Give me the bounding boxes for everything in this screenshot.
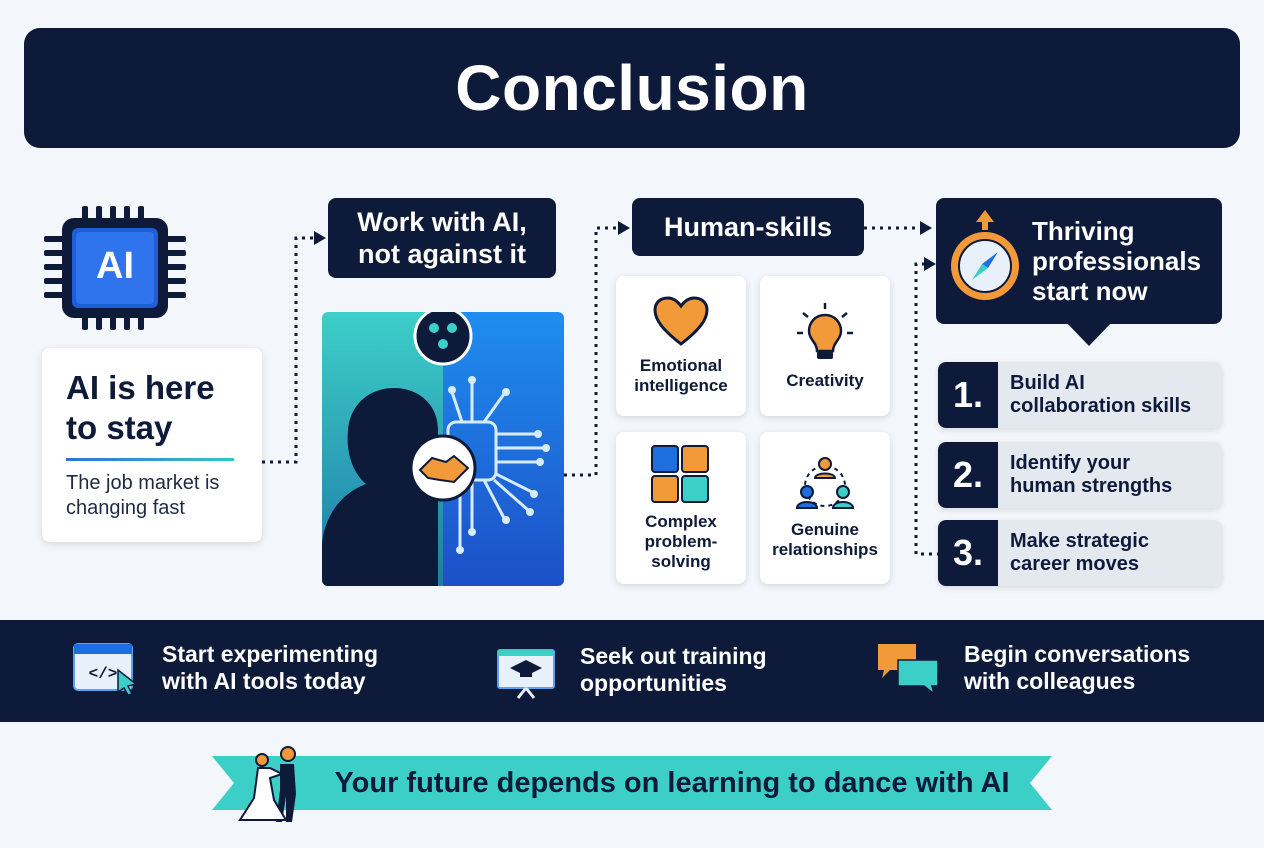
title-bar: Conclusion xyxy=(24,28,1240,148)
work-tag-line1: Work with AI, xyxy=(357,207,527,237)
skill-card-complex-problem-solving: Complex problem- solving xyxy=(616,432,746,584)
action-experiment: </> Start experimenting with AI tools to… xyxy=(72,640,378,696)
skill-card-emotional-intelligence: Emotional intelligence xyxy=(616,276,746,416)
page-title: Conclusion xyxy=(455,52,809,124)
banner-text: Your future depends on learning to dance… xyxy=(334,766,1010,799)
puzzle-icon xyxy=(651,445,709,503)
thrive-line3: start now xyxy=(1032,276,1148,306)
skill-card-creativity: Creativity xyxy=(760,276,890,416)
actions-band: </> Start experimenting with AI tools to… xyxy=(0,620,1264,722)
action-text: Begin conversations xyxy=(964,641,1191,667)
step-text: collaboration skills xyxy=(1010,395,1192,417)
lightbulb-icon xyxy=(797,303,853,359)
step-text: Make strategic xyxy=(1010,530,1149,552)
step-number: 2. xyxy=(938,442,998,508)
thriving-professionals-tag: Thriving professionals start now xyxy=(936,198,1222,324)
people-network-icon xyxy=(795,457,855,509)
thrive-line2: professionals xyxy=(1032,246,1202,276)
skill-label: Genuine xyxy=(790,520,859,539)
skill-label: problem- xyxy=(644,532,718,551)
step-text: human strengths xyxy=(1010,475,1173,497)
thrive-line1: Thriving xyxy=(1032,216,1135,246)
dancing-couple-icon xyxy=(238,746,296,822)
gradient-divider xyxy=(66,458,234,461)
svg-text:</>: </> xyxy=(89,665,118,683)
code-window-icon: </> xyxy=(73,643,138,696)
ribbon-banner xyxy=(212,756,1052,810)
action-conversations: Begin conversations with colleagues xyxy=(876,640,1190,696)
skill-label: Emotional xyxy=(639,356,723,375)
step-1: 1. Build AI collaboration skills xyxy=(938,362,1222,428)
chat-bubbles-icon xyxy=(878,644,939,696)
step-text: Identify your xyxy=(1010,452,1131,474)
action-text: with AI tools today xyxy=(162,668,366,694)
skill-label: Creativity xyxy=(786,371,864,390)
step-number: 3. xyxy=(938,520,998,586)
action-text: opportunities xyxy=(580,670,727,696)
skill-label: relationships xyxy=(772,540,878,559)
action-training: Seek out training opportunities xyxy=(496,640,767,700)
action-text: Seek out training xyxy=(580,643,767,669)
stay-subtext: The job market is changing fast xyxy=(66,472,220,519)
human-ai-collaboration-illustration xyxy=(322,312,564,586)
skill-label: intelligence xyxy=(634,376,728,395)
step-2: 2. Identify your human strengths xyxy=(938,442,1222,508)
heart-icon xyxy=(653,296,709,346)
step-number: 1. xyxy=(938,362,998,428)
human-skills-tag: Human-skills xyxy=(632,198,864,256)
step-text: Build AI xyxy=(1010,372,1085,394)
compass-icon xyxy=(951,210,1019,300)
skill-card-genuine-relationships: Genuine relationships xyxy=(760,432,890,584)
training-board-icon xyxy=(497,649,555,699)
step-3: 3. Make strategic career moves xyxy=(938,520,1222,586)
ai-chip-icon: AI xyxy=(44,206,186,330)
skill-label: Complex xyxy=(645,512,717,531)
skill-label: solving xyxy=(651,552,711,571)
stay-heading: AI is here to stay xyxy=(66,369,215,446)
action-text: with colleagues xyxy=(964,668,1136,694)
chip-label: AI xyxy=(96,245,134,287)
work-with-ai-tag: Work with AI, not against it xyxy=(328,198,556,278)
work-tag-line2: not against it xyxy=(357,239,526,269)
step-text: career moves xyxy=(1010,553,1139,575)
callout-pointer xyxy=(1066,322,1112,346)
action-text: Start experimenting xyxy=(162,641,378,667)
ai-here-card: AI is here to stay The job market is cha… xyxy=(42,348,262,542)
